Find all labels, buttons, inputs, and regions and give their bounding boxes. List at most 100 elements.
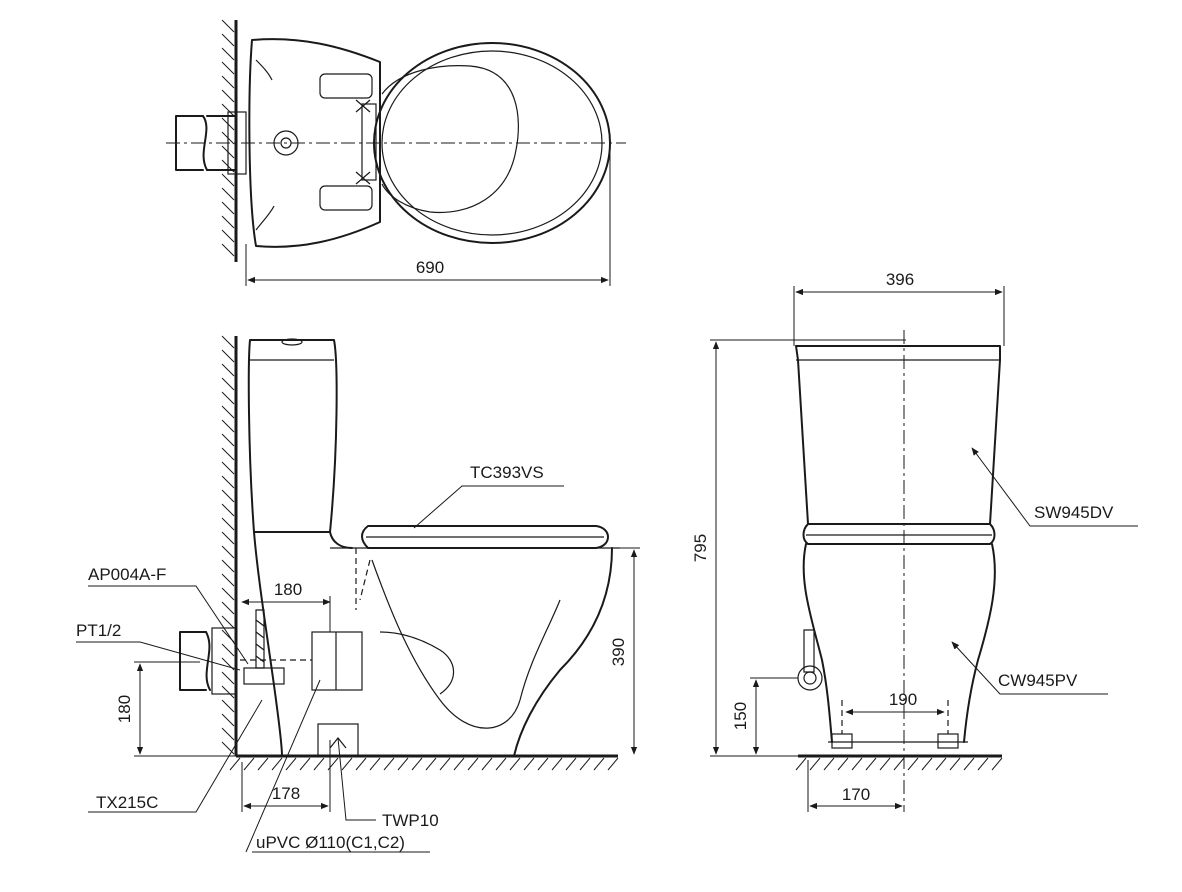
hatch-line [221, 47, 235, 61]
front-floor-hatch [795, 757, 1003, 771]
top-supply-line [206, 115, 237, 171]
front-seat [802, 523, 996, 545]
leader-tank [971, 447, 1138, 527]
side-wall-hatch [221, 335, 235, 755]
hatch-line [221, 103, 235, 117]
front-valve-outer [797, 665, 823, 691]
hatch-line [453, 757, 465, 771]
top-view: 690 [166, 19, 626, 286]
dim-180v-label: 180 [115, 695, 134, 723]
hatch-line [221, 461, 235, 475]
side-tank [247, 339, 338, 533]
hatch-line [221, 531, 235, 545]
hatch-line [221, 391, 235, 405]
hatch-line [221, 61, 235, 75]
hatch-line [221, 559, 235, 573]
hatch-line [565, 757, 577, 771]
hatch-line [221, 643, 235, 657]
hatch-line [221, 447, 235, 461]
side-supply-flange [211, 627, 237, 695]
dim-178-label: 178 [272, 784, 300, 803]
hatch-line [221, 201, 235, 215]
hatch-line [383, 757, 395, 771]
hatch-line [977, 757, 989, 771]
label-tank: SW945DV [1034, 503, 1114, 522]
hatch-line [313, 757, 325, 771]
hatch-line [935, 757, 947, 771]
hatch-line [221, 173, 235, 187]
side-trap-inner [379, 631, 455, 695]
hatch-line [893, 757, 905, 771]
hatch-line [221, 335, 235, 349]
front-hose [803, 629, 815, 673]
hatch-line [221, 545, 235, 559]
hatch-line [221, 587, 235, 601]
hatch-line [221, 489, 235, 503]
hatch-line [221, 349, 235, 363]
hatch-line [221, 363, 235, 377]
hatch-line [221, 89, 235, 103]
hatch-line [579, 757, 591, 771]
hatch-line [593, 757, 605, 771]
hatch-line [285, 757, 297, 771]
leader-hose [88, 699, 263, 813]
leader-seat [413, 485, 564, 529]
hatch-line [257, 757, 269, 771]
top-tank [248, 38, 381, 248]
leader-pipe-2 [245, 679, 321, 853]
top-tank-inner [255, 59, 275, 231]
side-floor-hatch [229, 757, 619, 771]
side-tank-button [281, 338, 303, 346]
side-hose [255, 609, 265, 669]
hatch-line [963, 757, 975, 771]
top-hinge-upper [319, 73, 373, 99]
label-thread: PT1/2 [76, 621, 121, 640]
hatch-line [355, 757, 367, 771]
hatch-line [221, 33, 235, 47]
dim-170-label: 170 [842, 785, 870, 804]
front-bolt-left [831, 733, 853, 749]
hatch-line [221, 713, 235, 727]
top-hinge-lower [319, 185, 373, 211]
hatch-line [607, 757, 619, 771]
top-supply-break [202, 115, 208, 171]
hatch-line [809, 757, 821, 771]
dim-150-label: 150 [731, 702, 750, 730]
hatch-line [551, 757, 563, 771]
front-tank [795, 345, 1001, 525]
hatch-line [221, 741, 235, 755]
hatch-line [397, 757, 409, 771]
side-outlet-pipe [311, 631, 363, 691]
hatch-line [221, 19, 235, 33]
top-hinge-bolts [355, 99, 371, 185]
hatch-line [851, 757, 863, 771]
hatch-line [221, 215, 235, 229]
label-valve: AP004A-F [88, 565, 166, 584]
side-valve [243, 667, 285, 685]
hatch-line [495, 757, 507, 771]
hatch-line [425, 757, 437, 771]
hatch-line [823, 757, 835, 771]
dim-180h-label: 180 [274, 580, 302, 599]
hatch-line [439, 757, 451, 771]
hatch-line [509, 757, 521, 771]
hatch-line [341, 757, 353, 771]
hatch-line [949, 757, 961, 771]
front-bowl [802, 543, 996, 743]
hatch-line [481, 757, 493, 771]
dim-190-label: 190 [889, 690, 917, 709]
hatch-line [537, 757, 549, 771]
side-supply-pipe [179, 631, 207, 691]
hatch-line [907, 757, 919, 771]
hatch-line [221, 699, 235, 713]
hatch-line [229, 757, 241, 771]
hatch-line [837, 757, 849, 771]
hatch-line [221, 671, 235, 685]
leader-valve [88, 585, 249, 665]
top-hinge-bar [361, 103, 377, 181]
hatch-line [879, 757, 891, 771]
dim-390-label: 390 [609, 638, 628, 666]
hatch-line [221, 229, 235, 243]
